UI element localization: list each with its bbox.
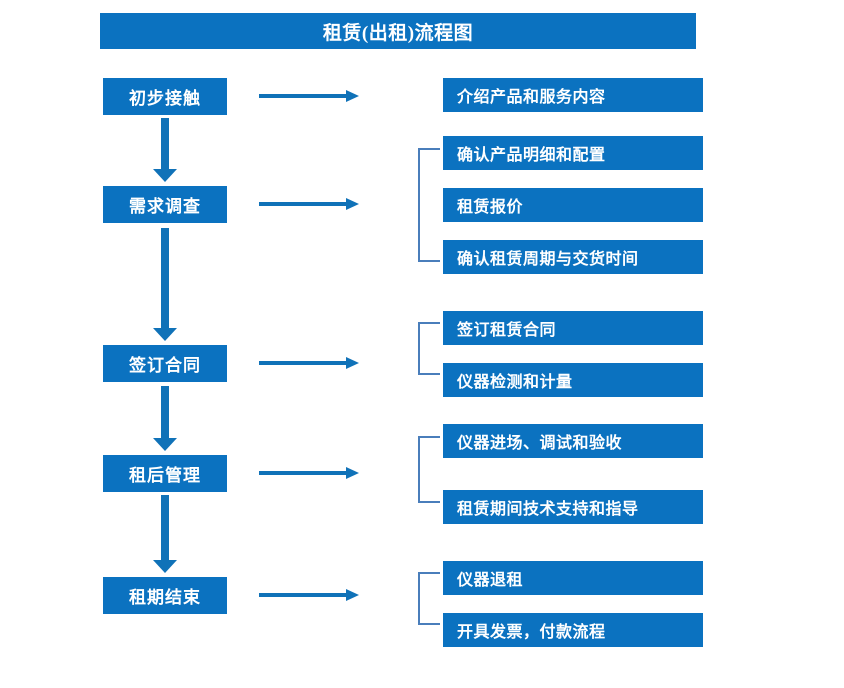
stage-box-sign-contract[interactable]: 签订合同 (103, 345, 227, 382)
detail-label: 租赁报价 (457, 199, 524, 216)
stage-label: 需求调查 (129, 197, 201, 216)
arrow-head-right-icon (346, 198, 359, 210)
arrow-head-down-icon (153, 438, 177, 451)
stage-label: 初步接触 (129, 89, 201, 108)
detail-label: 仪器进场、调试和验收 (457, 435, 623, 452)
bracket-sign-contract-group (418, 322, 440, 375)
stage-box-lease-end[interactable]: 租期结束 (103, 577, 227, 614)
detail-box-instrument-inspection-metering[interactable]: 仪器检测和计量 (443, 363, 703, 397)
stage-box-post-rental-management[interactable]: 租后管理 (103, 455, 227, 492)
detail-label: 仪器退租 (457, 572, 524, 589)
stage-box-needs-survey[interactable]: 需求调查 (103, 186, 227, 223)
arrow-head-down-icon (153, 328, 177, 341)
detail-label: 确认租赁周期与交货时间 (457, 251, 639, 268)
arrow-shaft (259, 202, 347, 206)
arrow-head-right-icon (346, 357, 359, 369)
detail-label: 租赁期间技术支持和指导 (457, 501, 639, 518)
detail-label: 开具发票，付款流程 (457, 624, 606, 641)
detail-label: 仪器检测和计量 (457, 374, 573, 391)
detail-label: 确认产品明细和配置 (457, 147, 606, 164)
arrow-shaft (161, 118, 169, 169)
arrow-head-right-icon (346, 589, 359, 601)
arrow-shaft (161, 495, 169, 560)
arrow-stage-2-to-details (259, 197, 359, 211)
arrow-head-down-icon (153, 169, 177, 182)
bracket-post-rental-group (418, 436, 440, 503)
detail-label: 介绍产品和服务内容 (457, 89, 606, 106)
detail-box-instrument-return[interactable]: 仪器退租 (443, 561, 703, 595)
arrow-shaft (259, 361, 347, 365)
stage-label: 租期结束 (129, 588, 201, 607)
detail-box-rental-quotation[interactable]: 租赁报价 (443, 188, 703, 222)
detail-box-technical-support-during-rental[interactable]: 租赁期间技术支持和指导 (443, 490, 703, 524)
arrow-stage-1-to-details (259, 89, 359, 103)
arrow-post-rental-to-lease-end (153, 495, 177, 573)
arrow-shaft (161, 386, 169, 438)
stage-box-initial-contact[interactable]: 初步接触 (103, 78, 227, 115)
detail-box-invoice-payment-process[interactable]: 开具发票，付款流程 (443, 613, 703, 647)
stage-label: 签订合同 (129, 356, 201, 375)
page-title: 租赁(出租)流程图 (100, 13, 696, 49)
arrow-shaft (161, 228, 169, 328)
arrow-needs-survey-to-sign-contract (153, 228, 177, 341)
arrow-stage-5-to-details (259, 588, 359, 602)
arrow-head-right-icon (346, 90, 359, 102)
detail-box-confirm-rental-period-delivery[interactable]: 确认租赁周期与交货时间 (443, 240, 703, 274)
arrow-shaft (259, 471, 347, 475)
detail-box-introduce-products-services[interactable]: 介绍产品和服务内容 (443, 78, 703, 112)
bracket-lease-end-group (418, 572, 440, 625)
arrow-initial-contact-to-needs-survey (153, 118, 177, 182)
arrow-stage-3-to-details (259, 356, 359, 370)
detail-box-confirm-product-specs[interactable]: 确认产品明细和配置 (443, 136, 703, 170)
arrow-stage-4-to-details (259, 466, 359, 480)
detail-box-instrument-delivery-commissioning-acceptance[interactable]: 仪器进场、调试和验收 (443, 424, 703, 458)
arrow-sign-contract-to-post-rental (153, 386, 177, 451)
detail-box-sign-rental-contract[interactable]: 签订租赁合同 (443, 311, 703, 345)
arrow-shaft (259, 94, 347, 98)
stage-label: 租后管理 (129, 466, 201, 485)
arrow-head-right-icon (346, 467, 359, 479)
arrow-head-down-icon (153, 560, 177, 573)
bracket-needs-survey-group (418, 148, 440, 262)
arrow-shaft (259, 593, 347, 597)
detail-label: 签订租赁合同 (457, 322, 557, 339)
